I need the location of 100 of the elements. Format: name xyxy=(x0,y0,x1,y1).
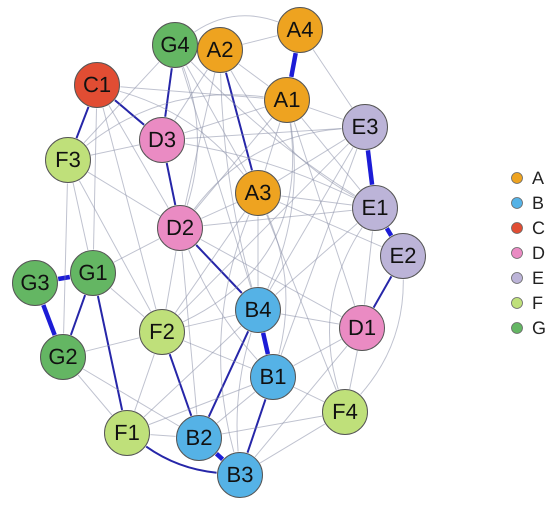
connector-line xyxy=(384,227,394,237)
connector-line xyxy=(208,330,250,418)
connector-line xyxy=(194,118,272,210)
connector-line xyxy=(194,128,342,210)
connector-line xyxy=(119,90,244,175)
connector-line xyxy=(275,222,358,296)
node-circle: B2 xyxy=(176,415,222,461)
connector-line xyxy=(236,332,252,452)
connector-line xyxy=(76,106,90,138)
connector-line xyxy=(86,94,264,146)
connector-line xyxy=(72,182,88,251)
node-circle: D3 xyxy=(139,117,185,163)
connector-line xyxy=(294,122,356,306)
connector-line xyxy=(294,386,324,402)
connector-line xyxy=(184,314,236,328)
node-circle: D2 xyxy=(157,205,203,251)
connector-line xyxy=(264,122,280,172)
connector-line xyxy=(280,314,340,324)
node-circle: A1 xyxy=(264,77,310,123)
connector-line xyxy=(238,64,269,86)
connector-line xyxy=(174,69,208,121)
connector-line xyxy=(114,99,145,126)
connector-line xyxy=(242,35,278,45)
connector-line xyxy=(328,227,363,390)
node-circle: B3 xyxy=(217,452,263,498)
connector-line xyxy=(190,62,356,196)
connector-line xyxy=(182,250,198,416)
connector-line xyxy=(63,183,68,334)
connector-line xyxy=(222,416,322,434)
connector-line xyxy=(246,398,266,454)
node-circle: C1 xyxy=(74,62,120,108)
connector-line xyxy=(186,65,247,173)
connector-line xyxy=(267,214,286,355)
node-circle: A3 xyxy=(235,170,281,216)
connector-line xyxy=(150,434,176,437)
connector-line xyxy=(360,279,404,395)
legend-label: G xyxy=(532,318,546,338)
connector-line xyxy=(144,326,242,418)
node-circle: D1 xyxy=(339,305,385,351)
connector-line xyxy=(279,202,382,248)
connector-line xyxy=(293,338,342,366)
connector-line xyxy=(220,214,250,453)
connector-line xyxy=(289,52,298,78)
connector-line xyxy=(195,244,243,294)
connector-line xyxy=(148,384,252,426)
connector-line xyxy=(266,214,337,391)
connector-line xyxy=(182,66,252,288)
connector-line xyxy=(182,122,293,322)
node-circle: B1 xyxy=(250,354,296,400)
node-circle: E1 xyxy=(352,185,398,231)
connector-line xyxy=(364,230,373,306)
node-circle: F3 xyxy=(45,137,91,183)
connector-line xyxy=(70,294,86,336)
connector-line xyxy=(200,202,238,219)
connector-line xyxy=(113,238,160,263)
connector-line xyxy=(225,72,253,171)
connector-line xyxy=(260,332,270,355)
connector-line xyxy=(182,66,198,206)
connector-line xyxy=(108,104,169,208)
node-circle: F4 xyxy=(322,389,368,435)
connector-line xyxy=(96,296,124,410)
node-circle: G1 xyxy=(70,250,116,296)
connector-line xyxy=(110,288,145,318)
connector-line xyxy=(372,276,392,308)
connector-line xyxy=(202,210,352,226)
node-circle: E3 xyxy=(342,104,388,150)
connector-line xyxy=(269,146,354,290)
legend-label: B xyxy=(532,193,544,213)
legend-label: F xyxy=(532,293,543,313)
connector-line xyxy=(349,350,358,390)
node-circle: G2 xyxy=(40,334,86,380)
connector-line xyxy=(166,162,176,206)
connector-line xyxy=(278,138,346,182)
connector-line xyxy=(168,354,192,416)
connector-line xyxy=(183,340,252,369)
connector-line xyxy=(260,424,326,464)
connector-line xyxy=(188,249,258,360)
connector-line xyxy=(185,128,342,139)
connector-line xyxy=(194,15,278,32)
connector-line xyxy=(216,391,256,424)
node-circle: A4 xyxy=(277,7,323,53)
connector-line xyxy=(214,452,224,461)
node-circle: G4 xyxy=(152,22,198,68)
connector-line xyxy=(254,346,348,458)
connector-line xyxy=(164,68,173,117)
connector-line xyxy=(78,180,152,312)
connector-line xyxy=(184,143,354,198)
connector-line xyxy=(184,72,216,206)
connector-line xyxy=(84,62,160,144)
connector-line xyxy=(102,107,156,310)
connector-line xyxy=(366,150,374,185)
connector-line xyxy=(120,86,264,99)
connector-line xyxy=(88,172,160,216)
node-circle: F2 xyxy=(139,309,185,355)
connector-line xyxy=(184,106,266,134)
connector-line xyxy=(301,118,361,190)
connector-line xyxy=(280,148,358,356)
node-circle: E2 xyxy=(380,233,426,279)
connector-line xyxy=(220,73,252,288)
connector-line xyxy=(267,122,295,290)
